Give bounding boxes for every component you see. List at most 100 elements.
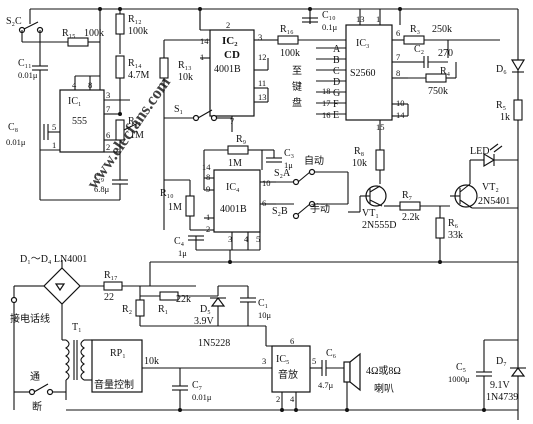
r12-label: R₁₂ — [128, 14, 142, 25]
speaker-spec: 4Ω或8Ω — [366, 365, 401, 377]
svg-text:8: 8 — [206, 172, 210, 182]
svg-text:13: 13 — [258, 92, 267, 102]
resistor-r3: R₃ 250k — [403, 24, 500, 58]
ic2-4001b: IC₂ CD 4001B 2 14 1 3 12 11 13 7 — [164, 9, 269, 132]
ic3-pin-c: C — [333, 66, 340, 77]
svg-text:3: 3 — [106, 90, 110, 100]
d7-part: 1N4739 — [486, 392, 518, 403]
ic1-value: 555 — [72, 116, 87, 127]
c7-value: 0.01μ — [192, 392, 212, 402]
s2b-mode: 手动 — [310, 202, 330, 215]
resistor-r6: R₆ 33k — [435, 206, 463, 262]
d7-value: 9.1V — [490, 380, 511, 391]
ic3-pin-b: B — [333, 55, 340, 66]
c4-value: 1μ — [178, 248, 187, 258]
r3-label: R₃ — [410, 24, 420, 35]
resistor-r17: R₁₇ 22 — [103, 270, 123, 303]
speaker-icon: 4Ω或8Ω 喇叭 — [343, 352, 401, 410]
svg-text:10: 10 — [396, 98, 405, 108]
ic4-value: 4001B — [220, 204, 247, 215]
c4-label: C₄ — [174, 236, 185, 247]
vt1-label: VT₁ — [362, 208, 379, 219]
capacitor-c5: C₅ 1000μ — [448, 339, 518, 410]
svg-text:1: 1 — [52, 140, 56, 150]
d5-value: 3.9V — [194, 316, 215, 327]
capacitor-c3: C₃ 1μ — [262, 148, 294, 170]
capacitor-c4: C₄ 1μ — [174, 229, 204, 258]
ic3-value: S2560 — [350, 68, 376, 79]
svg-text:5: 5 — [52, 122, 56, 132]
resistor-r10: R₁₀ 1M — [160, 179, 195, 230]
resistor-r2: R₂ — [122, 286, 145, 326]
d5-label: D₅ — [200, 304, 211, 315]
s2c-label: S₂C — [6, 16, 22, 27]
capacitor-c2: C₂ 270 — [408, 44, 453, 68]
led: LED — [469, 143, 518, 184]
r17-value: 22 — [104, 292, 114, 303]
svg-text:4: 4 — [290, 394, 295, 404]
svg-text:18: 18 — [322, 86, 331, 96]
r9-label: R₉ — [236, 134, 247, 145]
ic3-pin-a: A — [333, 44, 341, 55]
c6-label: C₆ — [326, 348, 337, 359]
r8-value: 10k — [352, 158, 367, 169]
c8-label: C₈ — [8, 122, 19, 133]
volume-label: 音量控制 — [94, 378, 134, 391]
vt2-value: 2N5401 — [478, 196, 510, 207]
switch-on-label: 通 — [30, 371, 40, 383]
r12-value: 100k — [128, 26, 148, 37]
r5-value: 1k — [500, 112, 510, 123]
capacitor-c7: C₇ 0.01μ — [172, 368, 212, 410]
r9-value: 1M — [228, 158, 242, 169]
rp1-value: 10k — [144, 356, 159, 367]
c5-value: 1000μ — [448, 374, 470, 384]
r3-value: 250k — [432, 24, 452, 35]
r17-label: R₁₇ — [104, 270, 118, 281]
svg-text:16: 16 — [322, 110, 331, 120]
resistor-r5: R₅ 1k — [496, 99, 523, 123]
capacitor-c1: C₁ 10μ — [140, 285, 272, 327]
switch-off-label: 断 — [32, 400, 42, 413]
resistor-r7: R₇ 2.2k — [384, 190, 450, 223]
r2-label: R₂ — [122, 304, 132, 315]
svg-text:12: 12 — [258, 52, 267, 62]
svg-text:7: 7 — [106, 104, 110, 114]
r6-label: R₆ — [448, 218, 459, 229]
zener-d5: D₅ 3.9V 1N5228 — [194, 286, 230, 349]
ic5-label: IC₅ — [276, 354, 290, 365]
c5-label: C₅ — [456, 362, 466, 373]
r1-label: R₁ — [158, 304, 168, 315]
speaker-label: 喇叭 — [374, 383, 394, 395]
d5-part: 1N5228 — [198, 338, 230, 349]
ic4-label: IC₄ — [226, 182, 240, 193]
vt1-value: 2N555D — [362, 220, 396, 231]
capacitor-c6: C₆ 4.7μ — [310, 348, 344, 390]
resistor-r12: R₁₂ 100k — [115, 13, 148, 54]
transistor-vt1: VT₁ 2N555D — [348, 185, 396, 231]
capacitor-c11: C₁₁ 0.01μ — [18, 42, 48, 200]
s2a-mode: 自动 — [304, 154, 324, 167]
ic2-type: CD — [224, 49, 240, 61]
ic3-pin-g: G — [333, 88, 340, 99]
c10-value: 0.1μ — [322, 22, 338, 32]
svg-text:14: 14 — [396, 110, 405, 120]
svg-text:6: 6 — [396, 28, 400, 38]
r13-label: R₁₃ — [178, 60, 192, 71]
zener-d7: D₇ 9.1V 1N4739 — [486, 356, 526, 403]
c9-label: C₉ — [94, 172, 105, 183]
ic3-label: IC₃ — [356, 38, 370, 49]
ic1-label: IC₁ — [68, 96, 82, 107]
svg-text:8: 8 — [396, 68, 400, 78]
bridge-label: D₁～D₄ LN4001 — [20, 254, 87, 265]
transistor-vt2: VT₂ 2N5401 — [450, 182, 518, 209]
r10-label: R₁₀ — [160, 188, 174, 199]
switch-s2c: S₂C — [6, 16, 70, 43]
c11-label: C₁₁ — [18, 58, 32, 69]
capacitor-c10: C₁₀ 0.1μ — [302, 10, 338, 32]
svg-text:14: 14 — [200, 36, 209, 46]
s1-label: S₁ — [174, 104, 183, 115]
transformer-t1: T₁ — [61, 318, 92, 400]
s2b-label: S₂B — [272, 206, 288, 217]
svg-text:2: 2 — [276, 394, 280, 404]
